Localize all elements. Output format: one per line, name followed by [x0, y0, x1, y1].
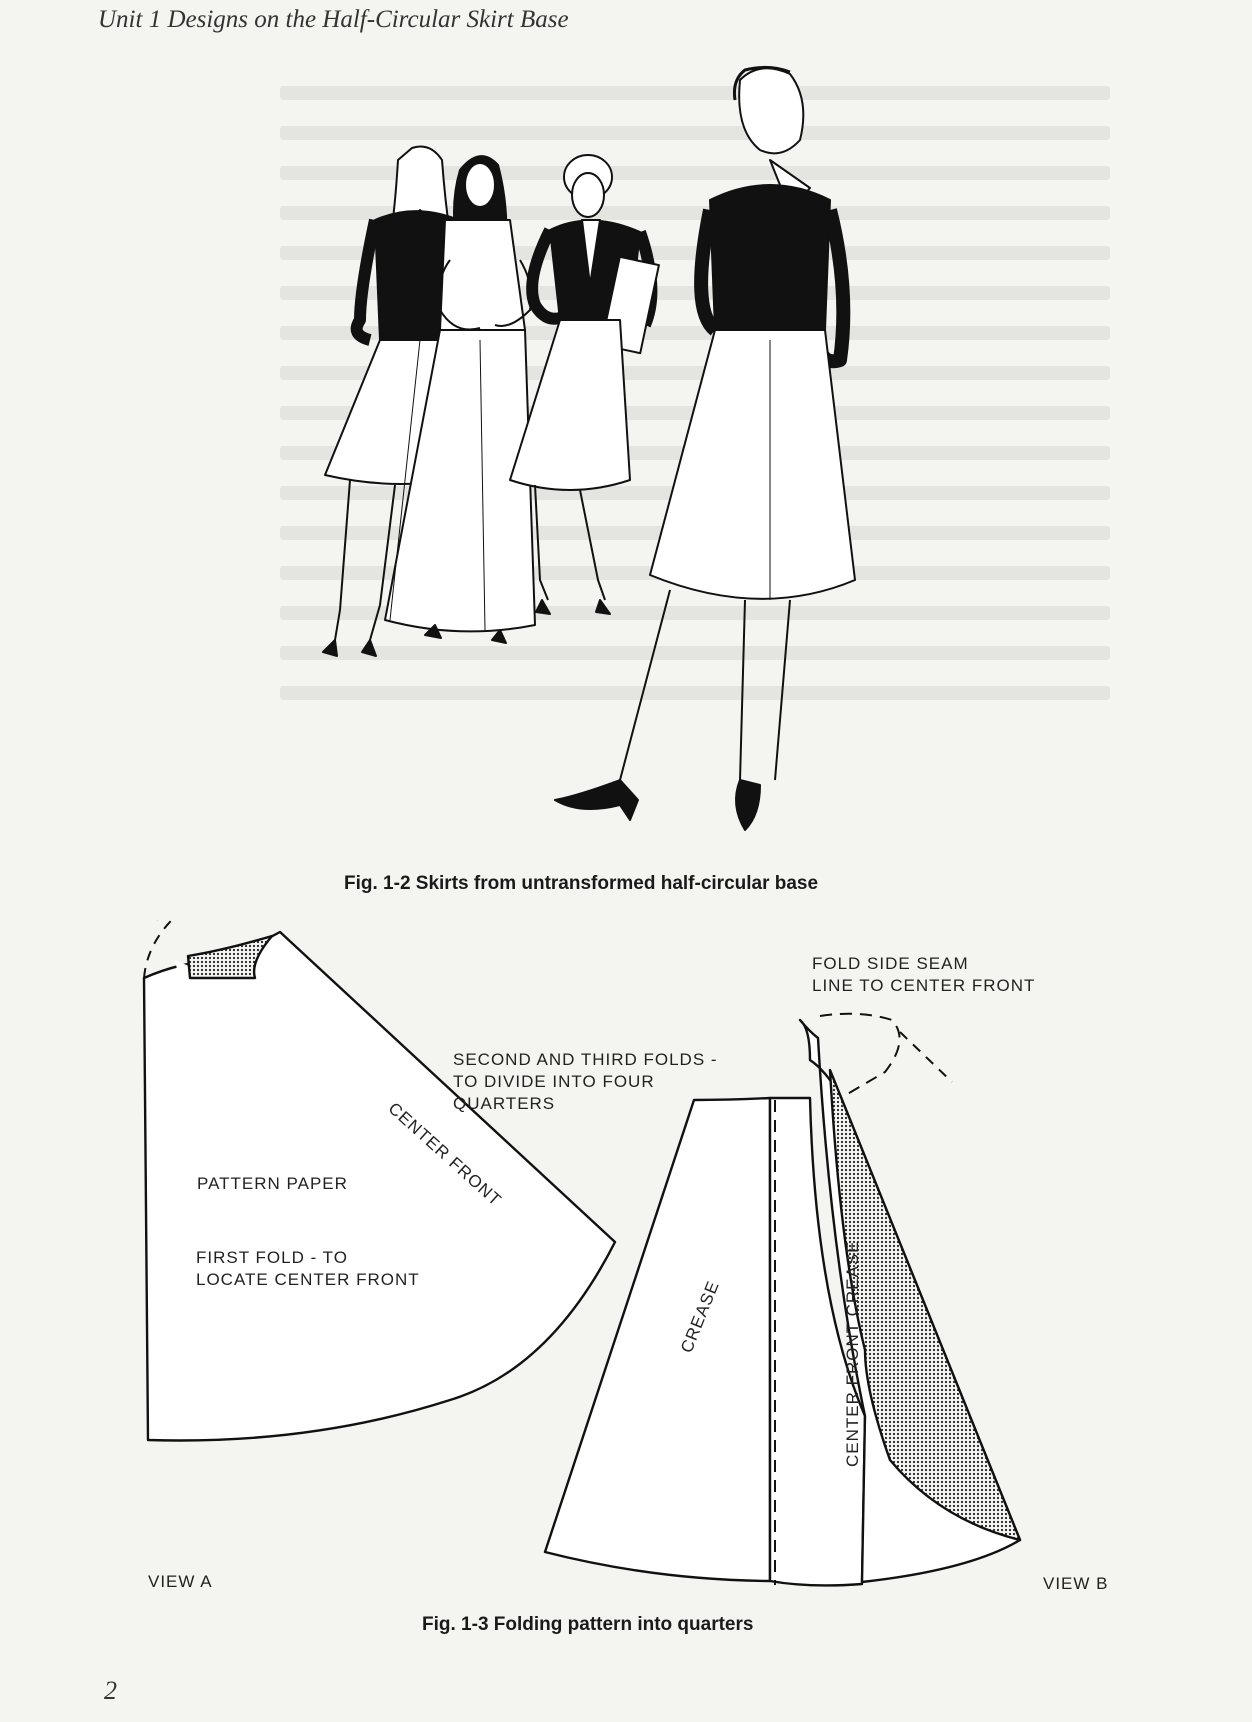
view-a-label: VIEW A: [148, 1572, 213, 1591]
view-b-left-panel: [543, 1096, 772, 1583]
view-b-center-panel: [768, 1096, 867, 1587]
fold-side-seam-label: FOLD SIDE SEAM LINE TO CENTER FRONT: [812, 954, 1036, 995]
page-number: 2: [104, 1676, 117, 1705]
running-head: Unit 1 Designs on the Half-Circular Skir…: [98, 6, 569, 33]
figure-four: [554, 65, 856, 831]
view-b-fold-arrow: [819, 1012, 901, 1097]
pattern-paper-label: PATTERN PAPER: [197, 1174, 348, 1193]
view-a-folded-corner: [175, 960, 272, 1038]
folding-diagram: [142, 920, 1022, 1587]
view-b-label: VIEW B: [1043, 1574, 1109, 1593]
fashion-illustration: [322, 65, 856, 831]
second-third-folds-label: SECOND AND THIRD FOLDS - TO DIVIDE INTO …: [453, 1050, 718, 1113]
first-fold-label: FIRST FOLD - TO LOCATE CENTER FRONT: [196, 1248, 420, 1289]
fig-1-2-caption: Fig. 1-2 Skirts from untransformed half-…: [344, 873, 819, 894]
center-front-crease-label: CENTER FRONT CREASE: [843, 1240, 862, 1468]
fig-1-3-caption: Fig. 1-3 Folding pattern into quarters: [422, 1614, 754, 1635]
view-b-shaded-underside: [828, 1068, 1022, 1542]
figure-two: [384, 155, 536, 644]
figure-three: [509, 154, 660, 615]
